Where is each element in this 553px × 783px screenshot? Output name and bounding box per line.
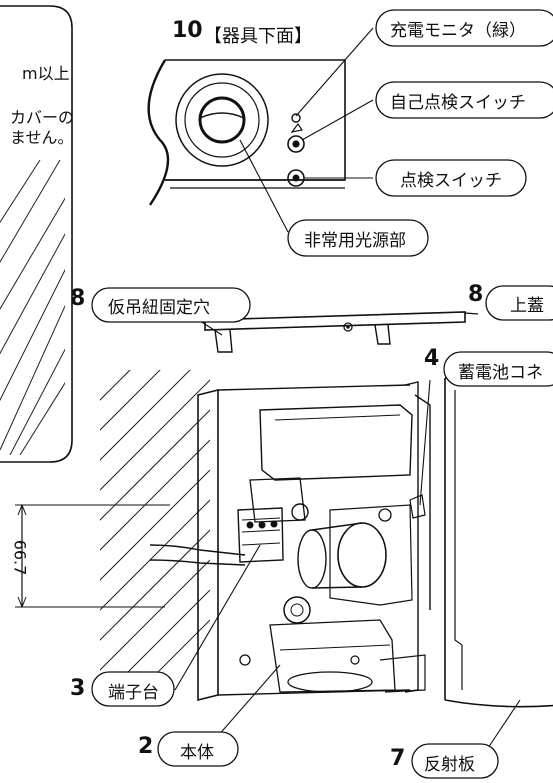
- reflector: [444, 373, 553, 708]
- fixture-underside-detail: [147, 59, 346, 206]
- note-box: [0, 5, 73, 463]
- terminal-block-label: 端子台: [108, 683, 159, 703]
- note-line-1: m以上: [22, 64, 70, 83]
- note-line-3: ません。: [10, 128, 74, 147]
- dimension-value: 66.7: [10, 539, 30, 576]
- callout-8-left-number: 8: [70, 286, 86, 311]
- callout-2-number: 2: [138, 734, 154, 759]
- callout-pills: [91, 9, 553, 779]
- main-body-label: 本体: [180, 743, 214, 763]
- callout-8-right-number: 8: [468, 282, 484, 307]
- callout-3-number: 3: [70, 676, 86, 701]
- self-check-switch-label: 自己点検スイッチ: [390, 93, 526, 113]
- note-line-2: カバーの: [10, 108, 75, 127]
- charge-monitor-label: 充電モニタ（緑）: [390, 21, 526, 41]
- callout-7-number: 7: [390, 746, 406, 771]
- wall-hatching: [100, 370, 210, 700]
- top-cover-label: 上蓋: [510, 296, 544, 316]
- callout-10-label: 【器具下面】: [204, 26, 312, 47]
- cable: [149, 544, 246, 566]
- main-body: [197, 381, 431, 702]
- hanging-cord-hole-label: 仮吊紐固定穴: [108, 298, 210, 318]
- top-cover-plate: [204, 311, 479, 353]
- leader-lines: [174, 27, 521, 761]
- emergency-light-source-label: 非常用光源部: [304, 231, 406, 251]
- dimension-lines: [15, 504, 170, 608]
- check-switch-label: 点検スイッチ: [400, 171, 502, 191]
- callout-10-number: 10: [172, 18, 203, 43]
- callout-4-number: 4: [424, 346, 440, 371]
- battery-connector-label: 蓄電池コネ: [458, 363, 543, 383]
- reflector-label: 反射板: [424, 755, 475, 775]
